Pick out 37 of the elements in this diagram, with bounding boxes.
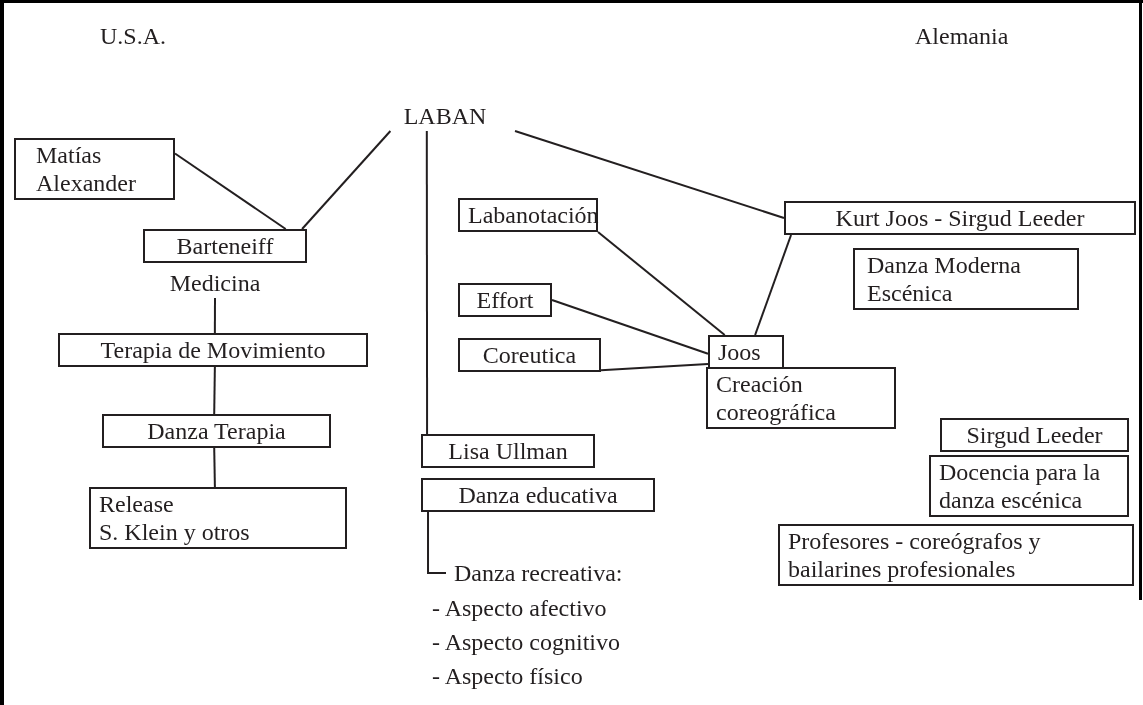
root-concept-text: LABAN xyxy=(375,101,515,131)
connector-line xyxy=(551,299,709,355)
person-box: Lisa Ullman xyxy=(421,434,595,468)
person-box: Sirgud Leeder xyxy=(940,418,1129,452)
person-box: Joos xyxy=(708,335,784,369)
connector-line xyxy=(213,447,216,488)
label-text: - Aspecto cognitivo xyxy=(432,628,620,656)
discipline-box: Release S. Klein y otros xyxy=(89,487,347,549)
discipline-box: Danza Terapia xyxy=(102,414,331,448)
connector-line xyxy=(174,152,287,230)
list-heading-text: Danza recreativa: xyxy=(446,558,656,588)
connector-line xyxy=(425,130,429,435)
discipline-box: Danza educativa xyxy=(421,478,655,512)
person-box: Matías Alexander xyxy=(14,138,175,200)
connector-line xyxy=(301,130,392,230)
person-box: Kurt Joos - Sirgud Leeder xyxy=(784,201,1136,235)
discipline-box: Docencia para la danza escénica xyxy=(929,455,1129,517)
label-text: - Aspecto físico xyxy=(432,662,583,690)
label-text: Alemania xyxy=(915,22,1009,50)
discipline-box: Danza Moderna Escénica xyxy=(853,248,1079,310)
concept-box: Coreutica xyxy=(458,338,601,372)
connector-line xyxy=(754,234,793,336)
person-box: Barteneiff xyxy=(143,229,307,263)
connector-line xyxy=(427,511,447,574)
concept-box: Labanotación xyxy=(458,198,598,232)
label-text: - Aspecto afectivo xyxy=(432,594,607,622)
connector-line xyxy=(213,366,216,415)
label-text: U.S.A. xyxy=(100,22,166,50)
field-text: Medicina xyxy=(150,268,280,298)
discipline-box: Terapia de Movimiento xyxy=(58,333,368,367)
connector-line xyxy=(600,362,709,372)
discipline-box: Profesores - coreógrafos y bailarines profesionales xyxy=(778,524,1134,586)
connector-line xyxy=(514,130,785,219)
connector-line xyxy=(213,297,216,334)
discipline-box: Creación coreográfica xyxy=(706,367,896,429)
connector-line xyxy=(597,231,726,336)
concept-box: Effort xyxy=(458,283,552,317)
